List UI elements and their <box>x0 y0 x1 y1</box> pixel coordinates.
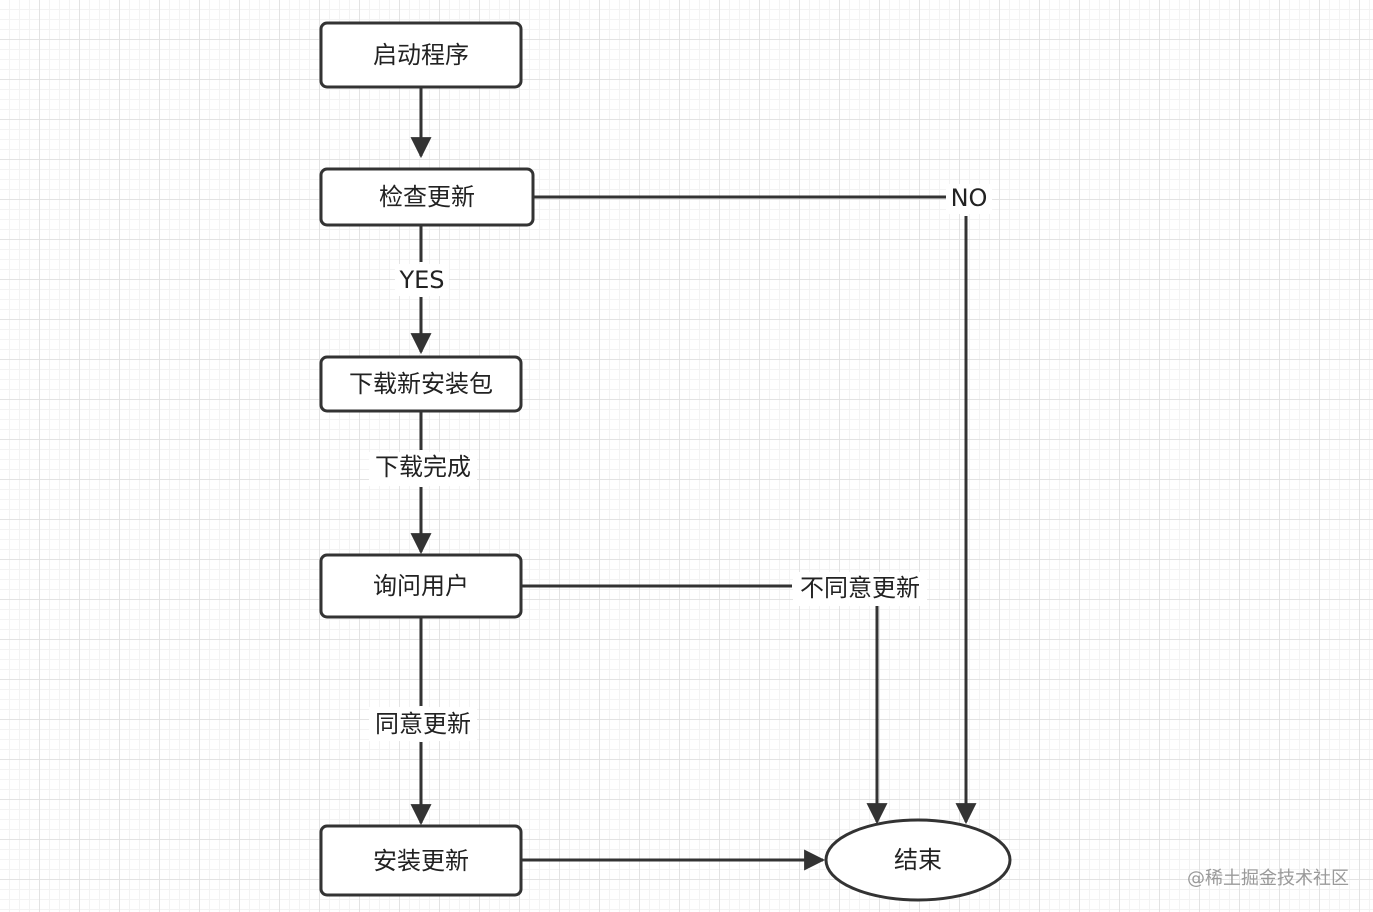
node-download-package-label: 下载新安装包 <box>349 370 493 398</box>
node-end: 结束 <box>824 818 1012 902</box>
edge-label-download-done-group: 下载完成 <box>369 452 477 486</box>
edge-label-download-done: 下载完成 <box>375 453 471 481</box>
edge-label-no-group: NO <box>946 184 992 214</box>
edge-label-yes: YES <box>398 266 444 294</box>
node-ask-user: 询问用户 <box>319 553 523 619</box>
node-start-label: 启动程序 <box>373 41 469 69</box>
edge-label-disagree: 不同意更新 <box>800 574 920 602</box>
edge-label-agree-group: 同意更新 <box>369 707 477 741</box>
node-check-update-label: 检查更新 <box>379 183 475 211</box>
node-check-update: 检查更新 <box>319 167 535 227</box>
edge-label-agree: 同意更新 <box>375 710 471 738</box>
edge-label-disagree-group: 不同意更新 <box>793 572 927 606</box>
node-install-update-label: 安装更新 <box>373 847 469 875</box>
node-install-update: 安装更新 <box>319 824 523 897</box>
watermark: @稀土掘金技术社区 <box>1187 868 1349 889</box>
node-end-label: 结束 <box>894 846 942 874</box>
edge-label-yes-group: YES <box>395 264 449 296</box>
node-start: 启动程序 <box>319 21 523 89</box>
node-download-package: 下载新安装包 <box>319 355 523 413</box>
edge-label-no: NO <box>951 184 988 212</box>
node-ask-user-label: 询问用户 <box>373 572 469 600</box>
